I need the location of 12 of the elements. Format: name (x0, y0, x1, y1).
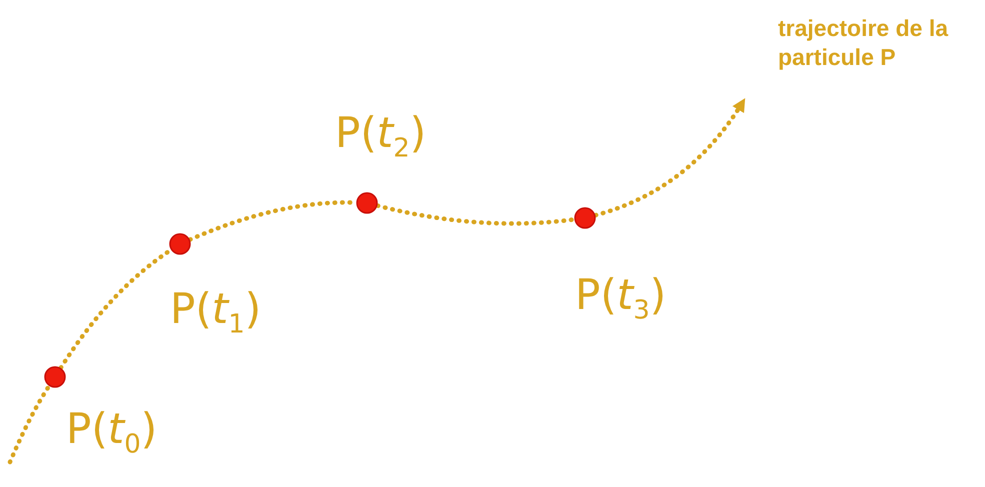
point-dot (356, 192, 378, 214)
point-label: P(t$_{2}$) (335, 112, 426, 162)
point-dot (44, 366, 66, 388)
trajectory-line (375, 203, 576, 226)
point-label: P(t$_{1}$) (170, 288, 262, 338)
trajectory-arrow (593, 98, 746, 218)
trajectory-line (8, 384, 52, 464)
point-label: P(t$_{0}$) (66, 408, 158, 458)
point-dot (169, 233, 191, 255)
point-dot (574, 207, 596, 229)
trajectory-caption: trajectoire de la particule P (778, 14, 950, 72)
point-label: P(t$_{3}$) (575, 274, 666, 324)
